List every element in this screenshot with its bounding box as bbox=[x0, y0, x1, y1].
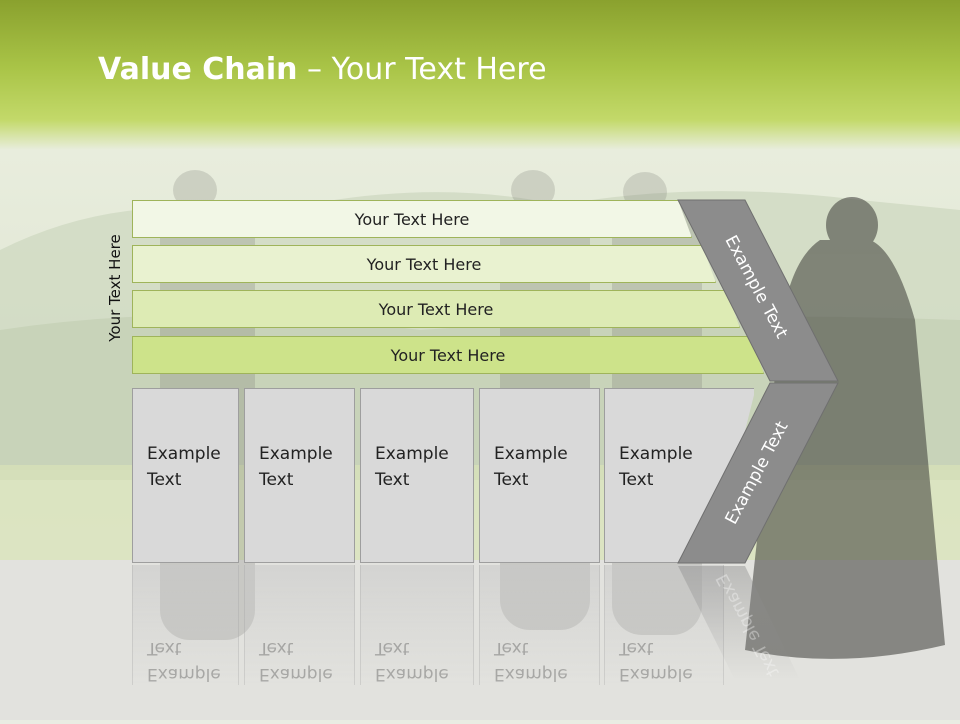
box-line: Example bbox=[259, 444, 333, 464]
value-bar-1: Your Text Here bbox=[132, 200, 692, 238]
value-bar-label: Your Text Here bbox=[354, 209, 470, 229]
chevron-reflection bbox=[678, 566, 800, 680]
box-line: Example bbox=[619, 444, 693, 464]
value-bar-2: Your Text Here bbox=[132, 245, 716, 283]
title-rest: – Your Text Here bbox=[297, 52, 547, 87]
value-bar-label: Your Text Here bbox=[390, 345, 506, 365]
box-line: Example bbox=[494, 444, 568, 464]
slide-title: Value Chain – Your Text Here bbox=[98, 52, 547, 87]
box-line: Text bbox=[494, 470, 529, 490]
chevron-upper-arm bbox=[677, 199, 839, 382]
value-bar-label: Your Text Here bbox=[378, 299, 494, 319]
box-line: Example bbox=[147, 444, 221, 464]
box-line: Example bbox=[375, 444, 449, 464]
value-bar-label: Your Text Here bbox=[366, 254, 482, 274]
box-line: Text bbox=[375, 470, 410, 490]
value-bar-4: Your Text Here bbox=[132, 336, 764, 374]
box-line: Text bbox=[259, 470, 294, 490]
header-band bbox=[0, 0, 960, 150]
chevron-lower-arm bbox=[677, 382, 839, 564]
box-line: Text bbox=[619, 470, 654, 490]
box-line: Text bbox=[147, 470, 182, 490]
title-bold: Value Chain bbox=[98, 52, 298, 87]
value-bar-3: Your Text Here bbox=[132, 290, 740, 328]
